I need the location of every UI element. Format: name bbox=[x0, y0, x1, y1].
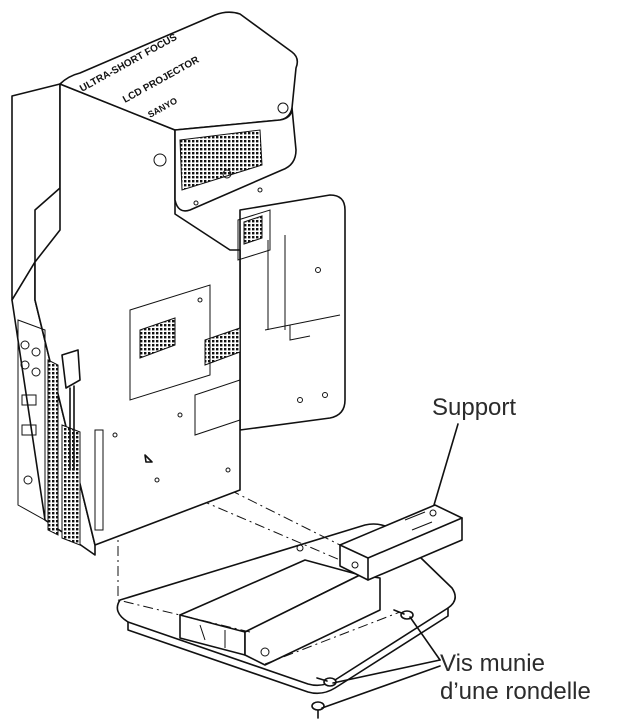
support-bracket bbox=[179, 504, 463, 666]
screw-3 bbox=[311, 701, 325, 719]
support-label: Support bbox=[432, 394, 517, 421]
screw-label-line2: d’une rondelle bbox=[440, 678, 591, 705]
alignment-lines bbox=[117, 489, 401, 665]
leader-lines bbox=[321, 423, 459, 709]
connector-panel bbox=[17, 319, 104, 546]
projector-body: ULTRA-SHORT FOCUS LCD PROJECTOR SANYO bbox=[11, 11, 346, 556]
screw-label-line1: Vis munie bbox=[440, 650, 545, 677]
screw-with-washer-label: Vis munie d’une rondelle bbox=[440, 650, 591, 706]
